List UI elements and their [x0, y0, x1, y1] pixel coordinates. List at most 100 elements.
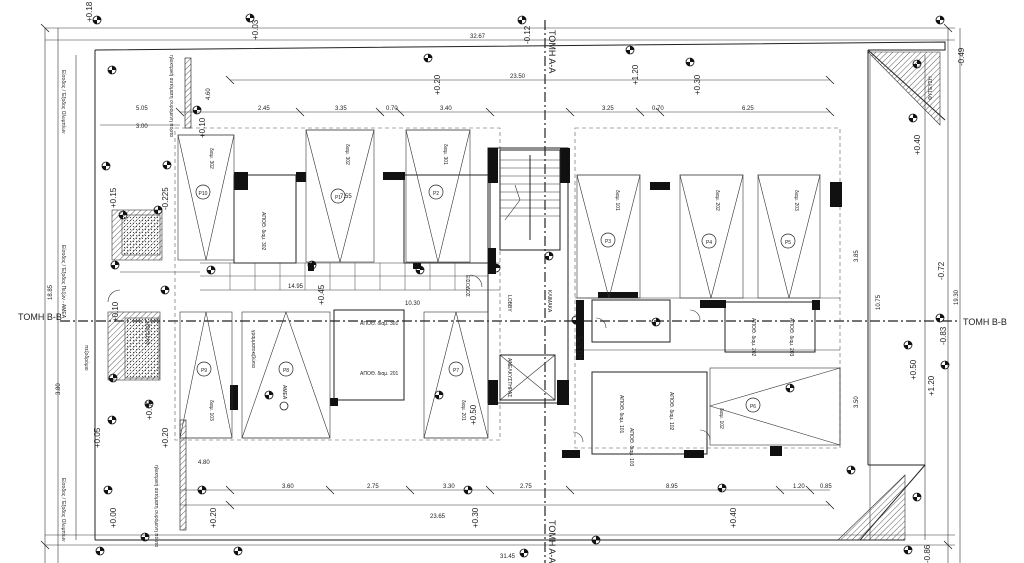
dim-340: 3.40	[440, 106, 452, 112]
garden-left-top	[121, 214, 161, 256]
storage-301: ΑΠΟΘ. διαμ. 301	[360, 321, 399, 327]
level-right-3: -0.83	[939, 326, 948, 345]
dim-335: 3.35	[335, 106, 347, 112]
entry-olympus-top: Είσοδος / Έξοδος Ολυμπίων	[60, 70, 66, 134]
parking-p10: P10	[199, 191, 208, 197]
section-bb-right-label: ΤΟΜΗ Β-Β	[963, 317, 1007, 327]
entrance-label: ΕΙΣΟΔΟΣ	[464, 275, 470, 297]
dim-bot-895: 8.95	[666, 484, 678, 490]
section-bb-left-label: ΤΟΜΗ Β-Β	[18, 312, 62, 322]
dim-325: 3.25	[602, 106, 614, 112]
level-center-8: -0.225	[161, 187, 170, 210]
dim-bot-total: 31.45	[500, 554, 516, 560]
level-left-4: +0.65	[145, 399, 154, 420]
unit-102: διαμ. 102	[718, 408, 724, 429]
gate-note-top: ηλεκτρική αυτόματη συρόμενη πόρτα	[168, 55, 175, 137]
lobby-label: LOBBY	[506, 295, 512, 312]
level-center-6: +0.50	[469, 404, 478, 425]
level-left-1: +0.15	[109, 187, 118, 208]
storage-302: ΑΠΟΘ. διαμ. 302	[260, 212, 266, 251]
elevator-label: ΑΝΕΛΚΥΣΤΗΡΑΣ	[506, 358, 512, 397]
dim-bot-085: 0.85	[820, 484, 832, 490]
garden-left-bottom	[124, 317, 160, 379]
gate-note-bottom: ηλεκτρική αυτόματη συρόμενη πόρτα	[153, 465, 160, 547]
dim-300: 3.00	[136, 124, 148, 130]
dim-bot-330: 3.30	[443, 484, 455, 490]
level-center-7: +0.20	[161, 427, 170, 448]
dim-1495: 14.95	[288, 284, 304, 290]
parking-p8: P8	[283, 368, 289, 374]
level-top-1: +0.18	[85, 1, 94, 22]
parking-labels: P10 P1 P2 P3 P4 P5 P6 P7 P8 P9	[195, 184, 796, 413]
unit-labels: διαμ. 302 διαμ. 302 διαμ. 301 διαμ. 101 …	[208, 144, 799, 429]
level-center-4: +0.45	[317, 284, 326, 305]
staircase	[499, 149, 561, 251]
parking-p9: P9	[201, 368, 207, 374]
parking-p1: P1	[335, 195, 341, 201]
ramp-note: πεζοδρόμιο	[83, 345, 90, 371]
level-center-1: +0.20	[433, 74, 442, 95]
level-right-1: +0.40	[913, 134, 922, 155]
storage-103: ΑΠΟΘ. διαμ. 103	[628, 428, 634, 467]
planter-hatch-top-right	[867, 51, 941, 126]
level-top-2: +0.03	[251, 19, 260, 40]
parking-p2: P2	[433, 191, 439, 197]
entry-olympus-bottom: Είσοδος / Έξοδος Ολυμπίων	[60, 478, 66, 542]
parking-p7: P7	[453, 368, 459, 374]
parking-p4: P4	[706, 240, 712, 246]
dim-bot-2365: 23.65	[430, 514, 446, 520]
dim-480: 4.80	[198, 460, 210, 466]
unit-302-b: διαμ. 302	[344, 144, 350, 165]
level-center-3: +1.20	[631, 64, 640, 85]
dim-755: 7.55	[340, 194, 352, 200]
unit-101: διαμ. 101	[614, 190, 620, 211]
garden-label: ΦΥΤΕΥΣΗ	[146, 321, 152, 345]
level-bottom-4: +0.40	[729, 507, 738, 528]
paved-walkway	[200, 263, 488, 290]
section-aa-top-label: ΤΟΜΗ Α-Α	[547, 30, 557, 73]
dim-left-1885: 18.85	[48, 284, 54, 300]
storage-102: ΑΠΟΘ. διαμ. 102	[668, 392, 674, 431]
columns	[230, 148, 842, 458]
level-right-5: +1.20	[927, 375, 936, 396]
dimension-frame	[44, 27, 961, 563]
dim-380: 3.80	[56, 383, 62, 395]
parking-p5: P5	[785, 240, 791, 246]
dim-505: 5.05	[136, 106, 148, 112]
accessibility-icon	[279, 401, 289, 411]
parking-p3: P3	[605, 239, 611, 245]
level-center-2: +0.30	[693, 74, 702, 95]
level-right-2: -0.72	[937, 261, 946, 280]
storage-101: ΑΠΟΘ. διαμ. 101	[618, 395, 624, 434]
unit-302-a: διαμ. 302	[208, 148, 214, 169]
level-top-3: -0.12	[523, 25, 532, 44]
dim-245: 2.45	[258, 106, 270, 112]
dim-625: 6.25	[742, 106, 754, 112]
level-right-4: +0.50	[909, 359, 918, 380]
dim-top-total: 32.67	[470, 34, 486, 40]
entry-amea: Είσοδος / Έξοδος Πεζών - ΑΜΕΑ	[60, 245, 67, 319]
dimension-ticks	[40, 23, 953, 550]
level-center-9: +0.10	[198, 117, 207, 138]
unit-203: διαμ. 203	[793, 190, 799, 211]
level-values: +0.18 +0.03 -0.12 -0.49 +0.40 -0.72 -0.8…	[85, 1, 966, 563]
section-aa-bottom-label: ΤΟΜΗ Α-Α	[547, 520, 557, 563]
dim-070a: 0.70	[386, 106, 398, 112]
dim-right-1930: 19.30	[954, 289, 960, 305]
dim-bot-360: 3.60	[282, 484, 294, 490]
level-left-2: +0.10	[111, 301, 120, 322]
amea-label: ΑΜΕΑ	[281, 385, 287, 400]
dim-right-1075: 10.75	[876, 294, 882, 310]
dim-bot-275a: 2.75	[367, 484, 379, 490]
level-bottom-1: +0.00	[109, 507, 118, 528]
dim-bot-120: 1.20	[793, 484, 805, 490]
level-bottom-3: +0.30	[471, 507, 480, 528]
unit-202: διαμ. 202	[714, 190, 720, 211]
unit-301: διαμ. 301	[442, 144, 448, 165]
gravel-strip-bottom	[179, 419, 187, 531]
dim-350: 3.50	[854, 396, 860, 408]
level-bottom-2: +0.20	[209, 507, 218, 528]
dim-top-inner: 23.50	[510, 74, 526, 80]
property-boundary	[94, 41, 946, 541]
